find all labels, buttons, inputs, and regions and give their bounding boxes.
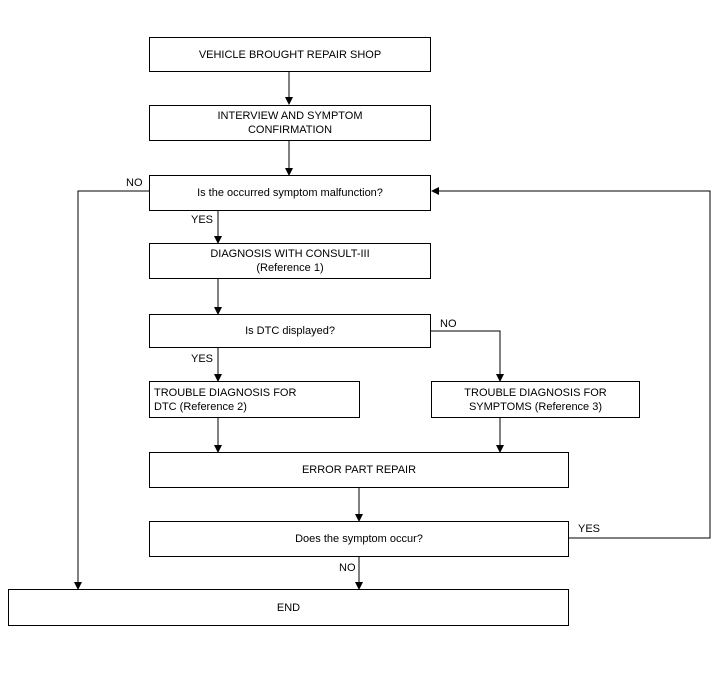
box-dtc-displayed-question: Is DTC displayed? [149, 314, 431, 348]
box-diagnosis-consult: DIAGNOSIS WITH CONSULT-III (Reference 1) [149, 243, 431, 279]
box-symptom-occur-question: Does the symptom occur? [149, 521, 569, 557]
label-occur-no: NO [339, 562, 356, 574]
arrow-dtc-no-to-trouble-symptoms [431, 330, 504, 382]
box-trouble-diagnosis-symptoms: TROUBLE DIAGNOSIS FOR SYMPTOMS (Referenc… [431, 381, 640, 418]
box-end: END [8, 589, 569, 626]
arrow-malfunction-no-to-end [74, 190, 149, 590]
label-malfunction-yes: YES [191, 214, 214, 226]
label-occur-yes: YES [578, 523, 601, 535]
box-symptom-malfunction-question: Is the occurred symptom malfunction? [149, 175, 431, 211]
label-dtc-no: NO [440, 318, 457, 330]
label-malfunction-no: NO [126, 177, 143, 189]
box-trouble-diagnosis-dtc-text: TROUBLE DIAGNOSIS FOR DTC (Reference 2) [154, 386, 297, 413]
box-trouble-diagnosis-dtc: TROUBLE DIAGNOSIS FOR DTC (Reference 2) [149, 381, 360, 418]
label-dtc-yes: YES [191, 353, 214, 365]
box-interview: INTERVIEW AND SYMPTOM CONFIRMATION [149, 105, 431, 141]
box-vehicle-brought: VEHICLE BROUGHT REPAIR SHOP [149, 37, 431, 72]
arrow-occur-yes-loop [431, 187, 711, 539]
box-error-part-repair: ERROR PART REPAIR [149, 452, 569, 488]
